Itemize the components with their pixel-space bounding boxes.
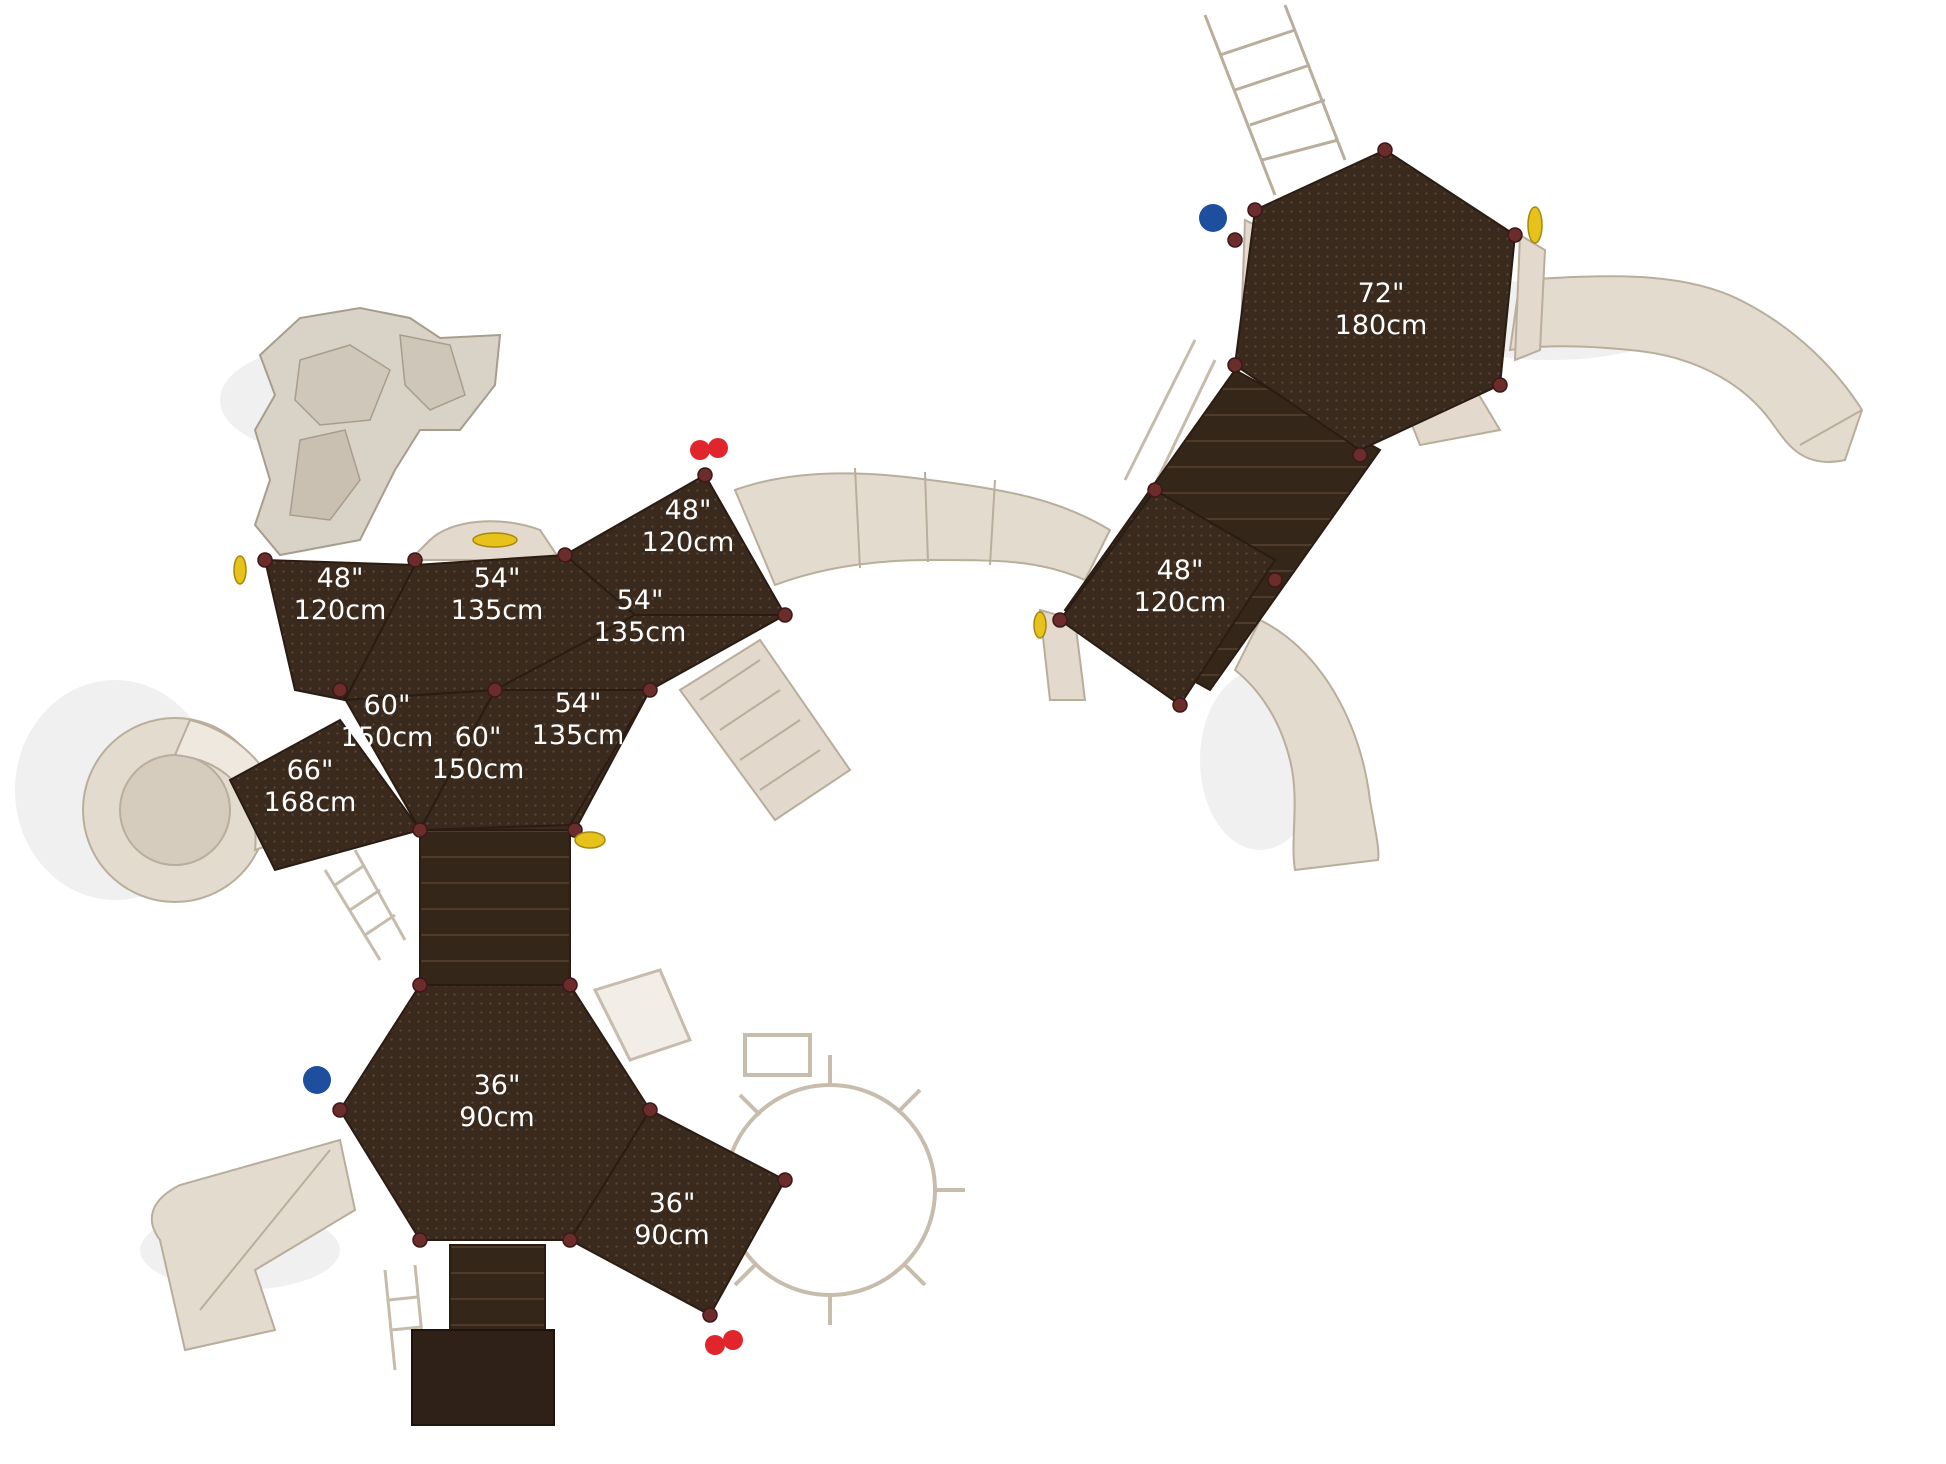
deck-height-inches: 54" <box>474 563 521 594</box>
deck-height-cm: 90cm <box>459 1102 535 1133</box>
deck-height-cm: 120cm <box>294 595 387 626</box>
block-climber-icon <box>678 638 852 822</box>
deck-label: 60"150cm <box>341 690 434 753</box>
deck-height-cm: 150cm <box>341 722 434 753</box>
ladder-icon <box>323 849 407 961</box>
deck-height-cm: 135cm <box>451 595 544 626</box>
deck-height-cm: 120cm <box>1134 587 1227 618</box>
deck-surfaces <box>228 148 1517 1317</box>
deck-height-cm: 90cm <box>634 1220 710 1251</box>
deck-height-inches: 60" <box>455 722 502 753</box>
double-slide-icon <box>150 1138 357 1352</box>
deck-surface <box>228 718 422 872</box>
spinner-climber-icon <box>592 968 693 1062</box>
deck-height-inches: 66" <box>287 755 334 786</box>
climbing-rock-icon <box>253 306 502 557</box>
deck-height-cm: 180cm <box>1335 310 1428 341</box>
deck-height-cm: 150cm <box>432 754 525 785</box>
deck-height-inches: 36" <box>649 1188 696 1219</box>
deck-label: 54"135cm <box>451 563 544 626</box>
deck-label: 48"120cm <box>642 495 735 558</box>
deck-height-inches: 48" <box>1157 555 1204 586</box>
deck-height-cm: 135cm <box>532 720 625 751</box>
deck-height-cm: 120cm <box>642 527 735 558</box>
deck-height-cm: 135cm <box>594 617 687 648</box>
deck-height-cm: 168cm <box>264 787 357 818</box>
deck-height-inches: 54" <box>555 688 602 719</box>
binocular-icon <box>303 204 1227 1355</box>
deck-label: 48"120cm <box>1134 555 1227 618</box>
wave-slide-icon <box>1508 275 1864 463</box>
deck-height-inches: 48" <box>665 495 712 526</box>
ladder-icon <box>1123 339 1217 496</box>
ladder-icon <box>1203 4 1347 196</box>
deck-height-inches: 36" <box>474 1070 521 1101</box>
deck-posts <box>257 142 1523 1323</box>
deck-label: 72"180cm <box>1335 278 1428 341</box>
deck-label: 60"150cm <box>432 722 525 785</box>
tunnel-slide-icon <box>733 467 1112 587</box>
ladder-icon <box>383 1264 427 1371</box>
deck-label: 54"135cm <box>532 688 625 751</box>
center-walkway <box>411 809 571 1426</box>
deck-height-inches: 54" <box>617 585 664 616</box>
deck-label: 66"168cm <box>264 755 357 818</box>
deck-label: 48"120cm <box>294 563 387 626</box>
deck-label: 54"135cm <box>594 585 687 648</box>
deck-height-inches: 48" <box>317 563 364 594</box>
deck-label: 36"90cm <box>634 1188 710 1251</box>
curved-slide-icon <box>1233 618 1380 872</box>
deck-label: 36"90cm <box>459 1070 535 1133</box>
spiral-slide-icon <box>82 717 287 903</box>
deck-height-inches: 60" <box>364 690 411 721</box>
deck-height-inches: 72" <box>1358 278 1405 309</box>
steering-wheel-icon <box>233 206 1543 849</box>
